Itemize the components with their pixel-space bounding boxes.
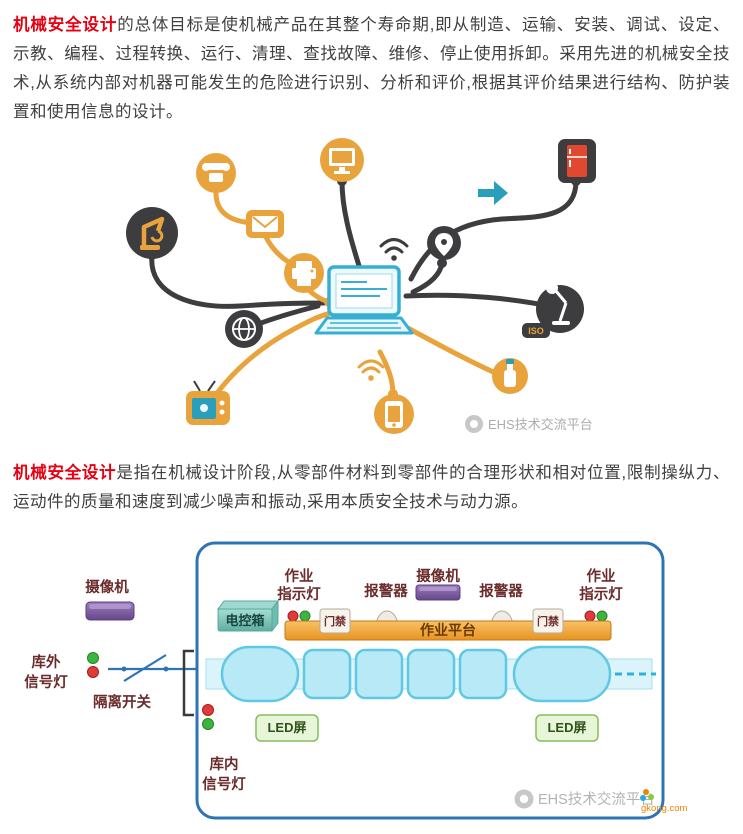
isolation-switch-label: 隔离开关 xyxy=(93,693,151,711)
work-platform-label: 作业平台 xyxy=(420,622,476,638)
door-access-right: 门禁 xyxy=(532,608,564,634)
smartphone-icon xyxy=(374,394,414,434)
email-icon xyxy=(246,210,284,238)
gkong-badge-text: gkong.com xyxy=(641,803,688,814)
machine-capsule-left xyxy=(220,645,300,703)
led-screen-right: LED屏 xyxy=(535,714,599,742)
laptop-icon xyxy=(314,265,414,335)
figure2-watermark: EHS技术交流平台 gkong.com xyxy=(514,789,688,814)
paragraph-2-lead: 机械安全设计 xyxy=(13,464,117,482)
robot-arm-icon xyxy=(126,207,178,259)
paragraph-1: 机械安全设计的总体目标是使机械产品在其整个寿命期,即从制造、运输、安装、调试、设… xyxy=(0,0,743,127)
enclosure-border xyxy=(195,541,665,820)
machine-safety-network-illustration: ISO xyxy=(126,138,596,434)
conveyor-safety-diagram: 摄像机 库外 信号灯 隔离开关 作业 指示灯 xyxy=(24,541,688,820)
outside-signal-label-1: 库外 xyxy=(32,653,61,671)
work-platform: 作业平台 xyxy=(284,620,612,641)
work-light-left-label-2: 指示灯 xyxy=(277,585,321,603)
wifi-icon xyxy=(379,238,409,261)
machine-capsule-right xyxy=(512,645,612,703)
inside-signal-label-2: 信号灯 xyxy=(202,775,246,793)
camera-top-label: 摄像机 xyxy=(416,567,460,585)
alarm-left-label: 报警器 xyxy=(364,582,408,600)
globe-icon xyxy=(225,310,263,348)
desk-lamp-icon xyxy=(536,282,584,333)
door-access-left: 门禁 xyxy=(319,608,351,634)
gkong-logo-icon xyxy=(640,789,654,801)
iso-tag-icon: ISO xyxy=(522,323,550,338)
conveyor-line xyxy=(205,645,656,703)
fridge-icon xyxy=(558,139,596,183)
work-indicator-lights-left xyxy=(287,610,311,622)
work-light-right-label-2: 指示灯 xyxy=(579,585,623,603)
camera-left-label: 摄像机 xyxy=(85,578,129,596)
paragraph-2-body: 是指在机械设计阶段,从零部件材料到零部件的合理形状和相对位置,限制操纵力、运动件… xyxy=(13,464,730,511)
wifi-orange-icon xyxy=(357,359,385,381)
paragraph-1-lead: 机械安全设计 xyxy=(13,16,118,34)
control-box-label: 电控箱 xyxy=(225,613,264,628)
paragraph-1-body: 的总体目标是使机械产品在其整个寿命期,即从制造、运输、安装、调试、设定、示教、编… xyxy=(13,16,730,121)
monitor-icon xyxy=(320,138,364,182)
tv-icon xyxy=(186,380,230,425)
led-screen-left: LED屏 xyxy=(255,714,319,742)
arrow-icon xyxy=(478,181,508,205)
bracket xyxy=(182,649,194,717)
machine-unit-1 xyxy=(302,648,352,700)
network-illustration-figure: ISO xyxy=(108,133,636,445)
door-access-left-label: 门禁 xyxy=(324,614,346,628)
telephone-icon xyxy=(196,153,236,193)
control-box: 电控箱 xyxy=(217,599,279,633)
machine-unit-2 xyxy=(354,648,404,700)
location-pin-icon xyxy=(427,226,461,260)
work-indicator-lights-right xyxy=(584,610,608,622)
figure1-watermark: EHS技术交流平台 xyxy=(465,415,593,433)
outside-signal-label-2: 信号灯 xyxy=(24,673,68,691)
machine-unit-4 xyxy=(458,648,508,700)
work-light-right-label-1: 作业 xyxy=(587,567,616,585)
workshop-diagram-figure: 摄像机 库外 信号灯 隔离开关 作业 指示灯 xyxy=(0,539,743,834)
led-screen-right-label: LED屏 xyxy=(547,720,586,735)
inside-signal-label-1: 库内 xyxy=(210,755,239,773)
isolation-switch-icon xyxy=(108,654,196,682)
door-access-right-label: 门禁 xyxy=(537,614,559,628)
outside-signal-light-icon xyxy=(87,652,99,678)
printer-icon xyxy=(284,253,324,293)
alarm-right-label: 报警器 xyxy=(479,582,523,600)
paragraph-2: 机械安全设计是指在机械设计阶段,从零部件材料到零部件的合理形状和相对位置,限制操… xyxy=(0,445,743,517)
iso-tag-label: ISO xyxy=(528,326,544,336)
figure2-watermark-text: EHS技术交流平台 xyxy=(538,790,655,808)
bottle-icon xyxy=(492,358,528,394)
camera-top-icon xyxy=(415,584,461,601)
inside-signal-light-icon xyxy=(202,704,214,730)
work-light-left-label-1: 作业 xyxy=(285,567,314,585)
figure1-watermark-text: EHS技术交流平台 xyxy=(488,417,593,432)
camera-left-icon xyxy=(85,601,135,621)
led-screen-left-label: LED屏 xyxy=(267,720,306,735)
machine-unit-3 xyxy=(406,648,456,700)
